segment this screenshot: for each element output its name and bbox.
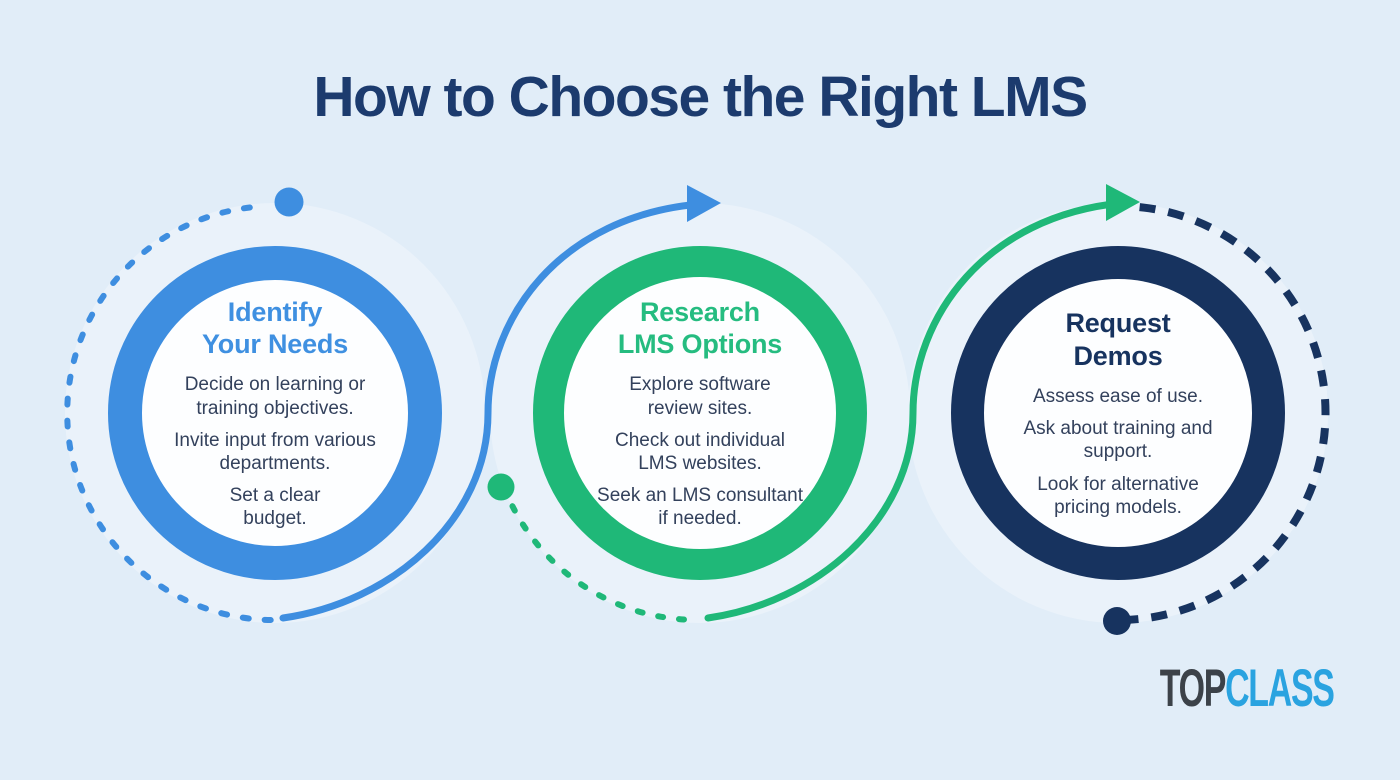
- topclass-logo: TOPCLASS: [1160, 658, 1335, 719]
- step2-arrow-right-icon: [1106, 184, 1140, 221]
- step1-to-step2-connector: [279, 200, 704, 622]
- step-circle-identify-your-needs: Identify Your Needs Decide on learning o…: [108, 246, 442, 580]
- step2-item-3: Seek an LMS consultant if needed.: [597, 485, 803, 530]
- step-circle-request-demos: Request Demos Assess ease of use. Ask ab…: [951, 246, 1285, 580]
- step2-dashed-arc: [501, 484, 696, 623]
- step3-content: Request Demos Assess ease of use. Ask ab…: [990, 307, 1246, 519]
- step3-item-3: Look for alternative pricing models.: [1037, 473, 1199, 518]
- step1-item-3: Set a clear budget.: [229, 485, 321, 530]
- step1-item-2: Invite input from various departments.: [174, 429, 376, 474]
- step2-item-1: Explore software review sites.: [629, 374, 771, 419]
- step-circle-research-lms-options: Research LMS Options Explore software re…: [533, 246, 867, 580]
- step3-item-1: Assess ease of use.: [1032, 386, 1204, 407]
- step1-start-dot: [274, 187, 304, 217]
- step1-item-1: Decide on learning or training objective…: [184, 374, 366, 419]
- step3-end-dot: [1103, 607, 1131, 635]
- step2-content: Research LMS Options Explore software re…: [572, 296, 828, 531]
- step1-arrow-right-icon: [687, 185, 721, 222]
- step2-start-dot: [487, 473, 515, 501]
- step1-title: Identify Your Needs: [201, 296, 349, 360]
- step2-title: Research LMS Options: [617, 296, 783, 360]
- step3-dashed-arc: [1121, 203, 1330, 624]
- page-title: How to Choose the Right LMS: [313, 65, 1088, 129]
- step3-title: Request Demos: [1065, 308, 1171, 372]
- step2-to-step3-connector: [704, 199, 1126, 622]
- step3-item-2: Ask about training and support.: [1023, 418, 1213, 463]
- topclass-logo-top: TOP: [1160, 659, 1227, 718]
- step1-content: Identify Your Needs Decide on learning o…: [147, 296, 403, 531]
- step1-dashed-arc: [64, 204, 286, 624]
- topclass-logo-class: CLASS: [1225, 659, 1335, 718]
- step2-item-2: Check out individual LMS websites.: [614, 429, 786, 474]
